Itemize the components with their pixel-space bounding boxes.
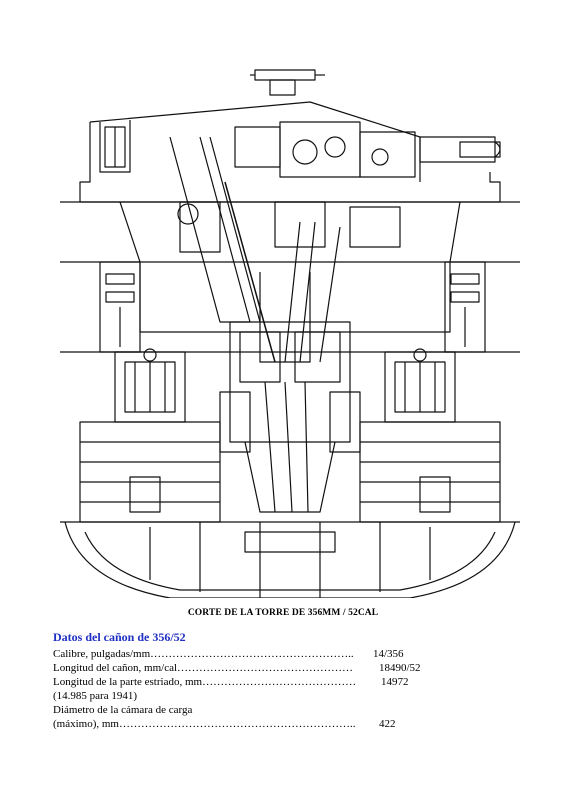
spec-row: (14.985 para 1941) bbox=[53, 689, 453, 703]
figure-caption: CORTE DE LA TORRE DE 356MM / 52CAL bbox=[187, 608, 379, 618]
spec-label: (máximo), mm……………………………………………………….. bbox=[53, 718, 356, 730]
spec-value: 14972 bbox=[381, 676, 409, 688]
spec-value: 14/356 bbox=[373, 648, 404, 660]
spec-value: 422 bbox=[379, 718, 396, 730]
spec-label: Longitud del cañon, mm/cal……………………………………… bbox=[53, 662, 354, 674]
gun-specs-list: Calibre, pulgadas/mm………………………………………………..… bbox=[53, 647, 453, 731]
section-title: Datos del cañon de 356/52 bbox=[53, 630, 186, 644]
spec-row: Longitud de la parte estriado, mm…………………… bbox=[53, 675, 453, 689]
spec-label: Longitud de la parte estriado, mm…………………… bbox=[53, 676, 357, 688]
spec-row: Longitud del cañon, mm/cal……………………………………… bbox=[53, 661, 453, 675]
turret-cross-section-drawing bbox=[60, 62, 520, 598]
spec-row: (máximo), mm……………………………………………………….. 422 bbox=[53, 717, 453, 731]
spec-label: Calibre, pulgadas/mm……………………………………………….. bbox=[53, 648, 354, 660]
spec-label: Diámetro de la cámara de carga bbox=[53, 704, 193, 716]
spec-row: Diámetro de la cámara de carga bbox=[53, 703, 453, 717]
spec-row: Calibre, pulgadas/mm………………………………………………..… bbox=[53, 647, 453, 661]
spec-value: 18490/52 bbox=[379, 662, 421, 674]
spec-label: (14.985 para 1941) bbox=[53, 690, 138, 702]
